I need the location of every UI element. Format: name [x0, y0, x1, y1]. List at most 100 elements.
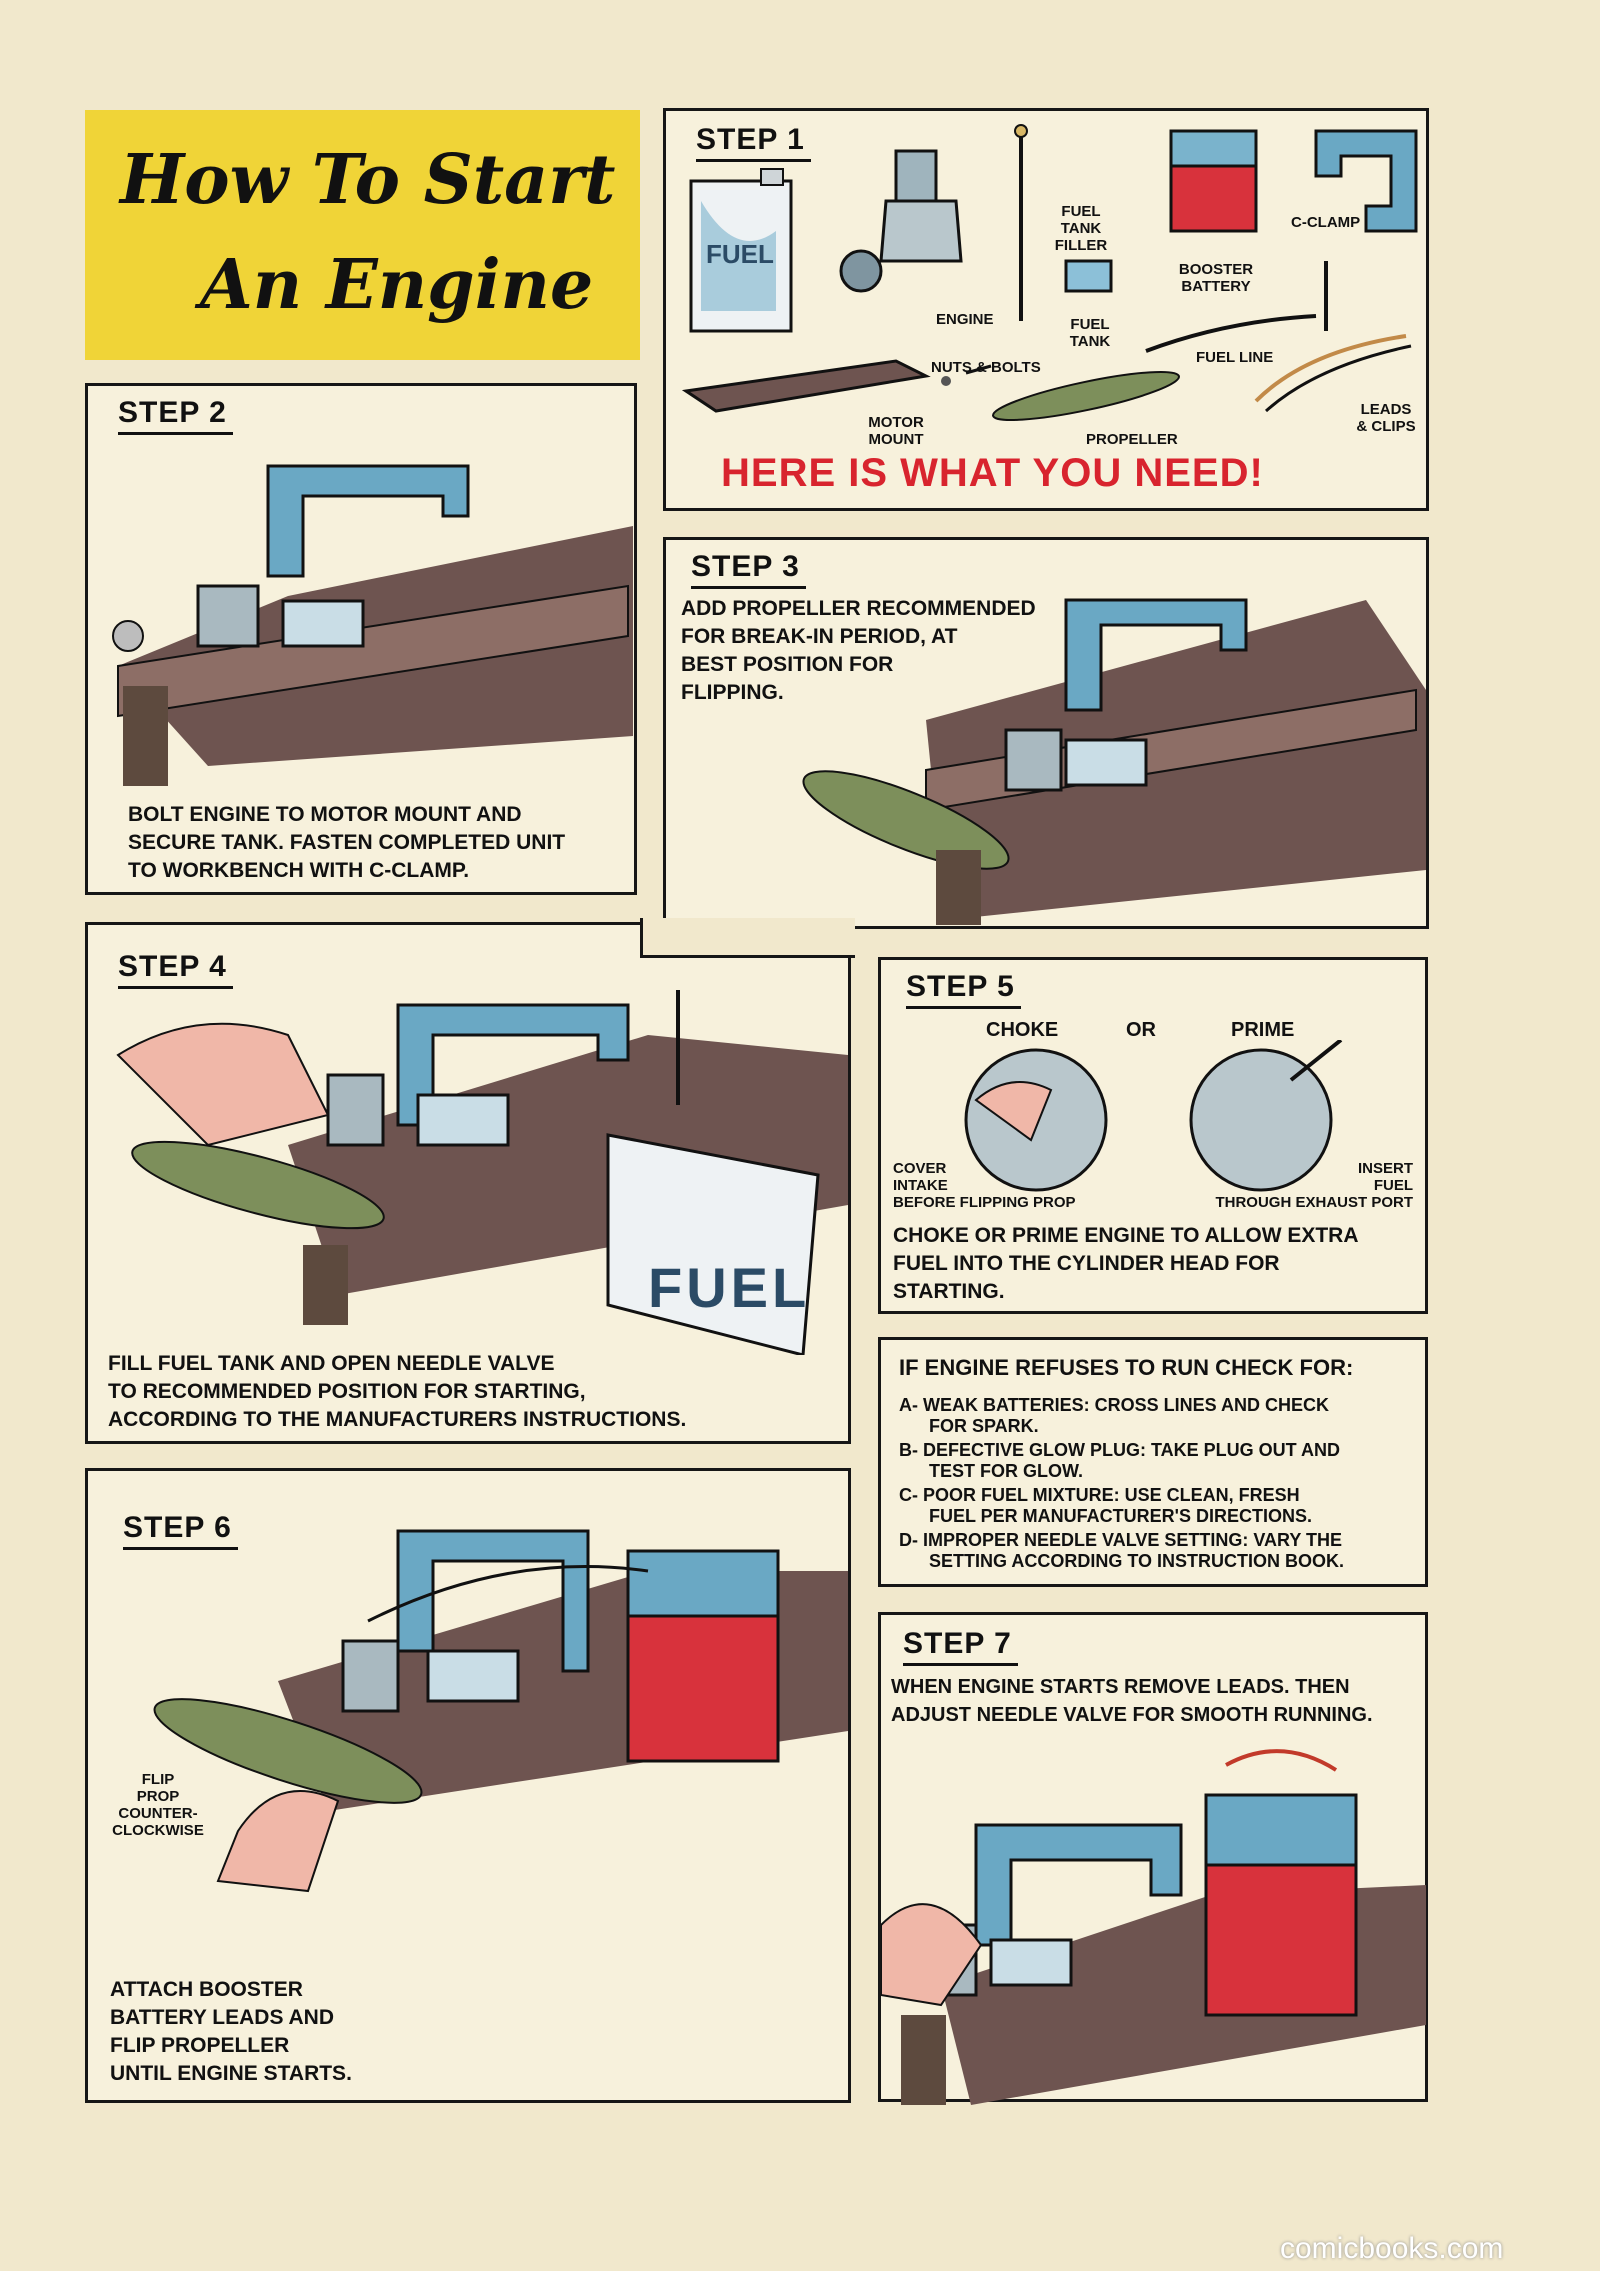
step6-panel: STEP 6 FLIP PROP COUNTER- CLOCKWISE ATTA… [85, 1468, 851, 2103]
step5-or-label: OR [1126, 1019, 1156, 1041]
label-fuel-tank-filler: FUEL TANK FILLER [1054, 203, 1108, 254]
step1-illustration [681, 124, 1418, 422]
step4-illustration [116, 990, 848, 1355]
fuel-line-icon [1145, 314, 1317, 353]
fuel-tank-filler-icon [1014, 124, 1028, 321]
label-fuel-tank: FUEL TANK [1069, 316, 1111, 350]
label-engine: ENGINE [936, 311, 994, 328]
step2-caption-line: SECURE TANK. FASTEN COMPLETED UNIT [128, 831, 566, 854]
step3-illustration [802, 598, 1426, 925]
title-box: How To Start An Engine [85, 110, 640, 360]
label-nuts-bolts: NUTS & BOLTS [931, 359, 1041, 376]
troubleshoot-item: C- POOR FUEL MIXTURE: USE CLEAN, FRESH F… [899, 1485, 1344, 1527]
step7-panel: STEP 7 WHEN ENGINE STARTS REMOVE LEADS. … [878, 1612, 1428, 2105]
step5-prime-label: PRIME [1231, 1019, 1295, 1041]
step5-right-note-line: INSERT [1357, 1160, 1413, 1177]
step4-caption-line: ACCORDING TO THE MANUFACTURERS INSTRUCTI… [108, 1408, 687, 1431]
step6-caption-line: UNTIL ENGINE STARTS. [110, 2062, 352, 2085]
label-motor-mount: MOTOR MOUNT [868, 414, 924, 448]
label-c-clamp: C-CLAMP [1291, 214, 1361, 231]
troubleshoot-item: D- IMPROPER NEEDLE VALVE SETTING: VARY T… [899, 1530, 1344, 1572]
step6-caption: ATTACH BOOSTER BATTERY LEADS AND FLIP PR… [110, 1976, 352, 2088]
troubleshoot-panel: IF ENGINE REFUSES TO RUN CHECK FOR: A- W… [878, 1337, 1428, 1587]
step6-caption-line: FLIP PROPELLER [110, 2034, 290, 2057]
step2-caption-line: TO WORKBENCH WITH C-CLAMP. [128, 859, 470, 882]
step5-left-note-line: BEFORE FLIPPING PROP [893, 1194, 1076, 1211]
step5-left-note-line: INTAKE [893, 1177, 948, 1194]
booster-battery-icon [1169, 129, 1258, 233]
troubleshoot-line: SETTING ACCORDING TO INSTRUCTION BOOK. [929, 1551, 1345, 1571]
propeller-icon [992, 370, 1180, 422]
c-clamp-icon [1314, 129, 1418, 331]
step3-caption-line: FLIPPING. [681, 681, 784, 704]
step4-caption-line: FILL FUEL TANK AND OPEN NEEDLE VALVE [108, 1352, 555, 1375]
engine-icon [839, 149, 963, 293]
troubleshoot-line: FUEL PER MANUFACTURER'S DIRECTIONS. [929, 1506, 1312, 1526]
step2-caption: BOLT ENGINE TO MOTOR MOUNT AND SECURE TA… [128, 801, 565, 885]
troubleshoot-list: A- WEAK BATTERIES: CROSS LINES AND CHECK… [899, 1395, 1344, 1572]
label-fuel-line: FUEL LINE [1196, 349, 1274, 366]
step1-panel: STEP 1 [663, 108, 1429, 511]
step5-panel: STEP 5 CHOKE OR PRIME COVER INTAKE BEFOR… [878, 957, 1428, 1314]
step6-heading: STEP 6 [123, 1511, 238, 1550]
watermark: comicbooks.com [1280, 2232, 1504, 2265]
step4-caption-line: TO RECOMMENDED POSITION FOR STARTING, [108, 1380, 586, 1403]
step2-illustration [112, 464, 633, 786]
label-booster-battery: BOOSTER BATTERY [1178, 261, 1254, 295]
fuel-can-icon [689, 168, 793, 333]
step2-caption-line: BOLT ENGINE TO MOTOR MOUNT AND [128, 803, 522, 826]
troubleshoot-line: FOR SPARK. [929, 1416, 1039, 1436]
step6-flip-note-line: PROP [136, 1788, 180, 1805]
step7-heading: STEP 7 [903, 1627, 1018, 1666]
nuts-bolts-icon [941, 364, 992, 386]
troubleshoot-item: B- DEFECTIVE GLOW PLUG: TAKE PLUG OUT AN… [899, 1440, 1344, 1482]
step3-caption: ADD PROPELLER RECOMMENDED FOR BREAK-IN P… [681, 595, 1036, 707]
motor-mount-icon [681, 359, 931, 413]
step1-banner: HERE IS WHAT YOU NEED! [721, 451, 1264, 495]
step6-flip-note: FLIP PROP COUNTER- CLOCKWISE [98, 1771, 218, 1839]
troubleshoot-line: TEST FOR GLOW. [929, 1461, 1083, 1481]
step3-caption-line: ADD PROPELLER RECOMMENDED [681, 597, 1036, 620]
leads-clips-icon [1254, 334, 1412, 413]
step3-panel: STEP 3 ADD PROPELLER RECOMMENDED FOR BRE… [663, 537, 1429, 929]
step6-flip-note-line: FLIP [141, 1771, 175, 1788]
step2-panel: STEP 2 BOLT ENGINE TO MOTOR MOUNT AND SE… [85, 383, 637, 895]
step7-caption: WHEN ENGINE STARTS REMOVE LEADS. THEN AD… [891, 1673, 1373, 1729]
title-line-2: An Engine [200, 245, 594, 325]
step3-caption-line: BEST POSITION FOR [681, 653, 894, 676]
step6-illustration [153, 1529, 848, 1893]
step5-caption-line: STARTING. [893, 1280, 1005, 1303]
step6-flip-note-line: CLOCKWISE [112, 1822, 204, 1839]
troubleshoot-line: A- WEAK BATTERIES: CROSS LINES AND CHECK [899, 1395, 1330, 1415]
troubleshoot-heading: IF ENGINE REFUSES TO RUN CHECK FOR: [899, 1355, 1354, 1380]
step6-caption-line: ATTACH BOOSTER [110, 1978, 303, 2001]
step5-heading: STEP 5 [906, 970, 1021, 1009]
step5-caption-line: CHOKE OR PRIME ENGINE TO ALLOW EXTRA [893, 1224, 1359, 1247]
step3-caption-line: FOR BREAK-IN PERIOD, AT [681, 625, 958, 648]
step5-caption: CHOKE OR PRIME ENGINE TO ALLOW EXTRA FUE… [893, 1222, 1359, 1306]
step5-right-note: INSERT FUEL THROUGH EXHAUST PORT [1183, 1160, 1413, 1211]
step5-choke-label: CHOKE [986, 1019, 1059, 1041]
label-leads-clips: LEADS & CLIPS [1356, 401, 1416, 435]
troubleshoot-line: C- POOR FUEL MIXTURE: USE CLEAN, FRESH [899, 1485, 1300, 1505]
label-propeller: PROPELLER [1086, 431, 1178, 448]
step7-caption-line: ADJUST NEEDLE VALVE FOR SMOOTH RUNNING. [891, 1704, 1373, 1726]
troubleshoot-item: A- WEAK BATTERIES: CROSS LINES AND CHECK… [899, 1395, 1344, 1437]
step2-heading: STEP 2 [118, 396, 233, 435]
troubleshoot-line: D- IMPROPER NEEDLE VALVE SETTING: VARY T… [899, 1530, 1343, 1550]
troubleshoot-line: B- DEFECTIVE GLOW PLUG: TAKE PLUG OUT AN… [899, 1440, 1340, 1460]
step4-notch [640, 918, 855, 958]
step3-heading: STEP 3 [691, 550, 806, 589]
fuel-tank-icon [1064, 259, 1113, 293]
step4-panel: STEP 4 FUEL FILL FUEL TANK AND OPEN NEED… [85, 922, 851, 1444]
step7-illustration [881, 1749, 1426, 2105]
title-line-1: How To Start [120, 140, 616, 220]
step6-caption-line: BATTERY LEADS AND [110, 2006, 335, 2029]
step5-left-note: COVER INTAKE BEFORE FLIPPING PROP [893, 1160, 1076, 1211]
step1-heading: STEP 1 [696, 123, 811, 162]
step4-heading: STEP 4 [118, 950, 233, 989]
step4-fuel-can-label: FUEL [648, 1256, 811, 1319]
step5-caption-line: FUEL INTO THE CYLINDER HEAD FOR [893, 1252, 1280, 1275]
step4-caption: FILL FUEL TANK AND OPEN NEEDLE VALVE TO … [108, 1350, 686, 1434]
